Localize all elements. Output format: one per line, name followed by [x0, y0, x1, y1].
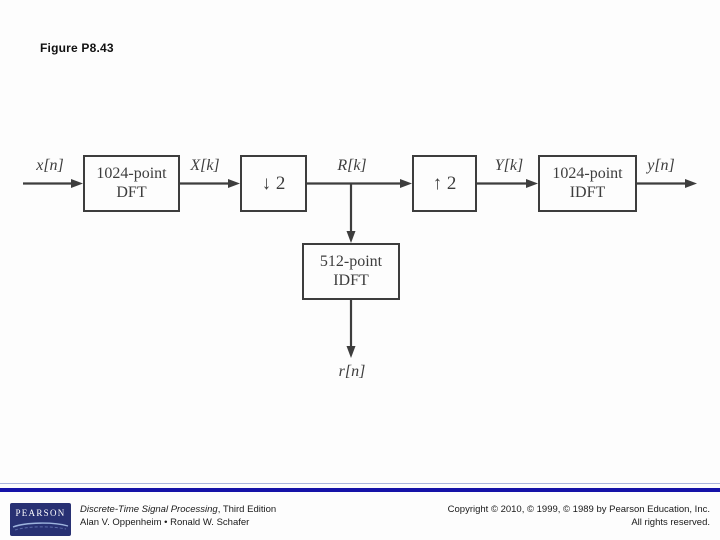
signal-label-Rk: R[k] [337, 157, 367, 174]
signal-lines [23, 182, 687, 348]
pearson-logo-wordmark: PEARSON [15, 508, 66, 518]
signal-label-yn: y[n] [647, 157, 675, 174]
pearson-logo-swoosh [12, 522, 69, 531]
pearson-logo: PEARSON [10, 503, 71, 536]
footer-copyright: Copyright © 2010, © 1999, © 1989 by Pear… [310, 503, 710, 529]
book-title: Discrete-Time Signal Processing [80, 504, 218, 515]
footer-book-title-line: Discrete-Time Signal Processing, Third E… [80, 503, 276, 516]
book-edition: , Third Edition [217, 504, 277, 515]
signal-label-Xk: X[k] [190, 157, 220, 174]
footer-book-info: Discrete-Time Signal Processing, Third E… [80, 503, 276, 529]
footer-rule-thick [0, 488, 720, 492]
signal-label-xn: x[n] [36, 157, 64, 174]
footer-rule-thin [0, 483, 720, 484]
block-label-line: 1024-point [552, 164, 623, 182]
block-label-line: IDFT [333, 271, 369, 289]
block-upsample-by-2: ↑ 2 [412, 155, 477, 212]
arrowheads [71, 179, 697, 358]
downsample-symbol: ↓ 2 [261, 173, 286, 194]
block-label-line: 1024-point [96, 164, 167, 182]
block-1024-idft: 1024-point IDFT [538, 155, 637, 212]
block-512-idft: 512-point IDFT [302, 243, 400, 300]
block-label-line: DFT [116, 183, 147, 201]
upsample-symbol: ↑ 2 [432, 173, 457, 194]
block-downsample-by-2: ↓ 2 [240, 155, 307, 212]
block-label-line: 512-point [319, 252, 383, 270]
signal-label-rn: r[n] [338, 363, 366, 380]
figure-title: Figure P8.43 [40, 41, 114, 55]
signal-label-Yk: Y[k] [494, 157, 524, 174]
copyright-line: Copyright © 2010, © 1999, © 1989 by Pear… [447, 504, 710, 515]
block-label-line: IDFT [569, 183, 606, 201]
footer-authors: Alan V. Oppenheim • Ronald W. Schafer [80, 517, 250, 528]
block-1024-dft: 1024-point DFT [83, 155, 180, 212]
rights-line: All rights reserved. [631, 517, 710, 528]
